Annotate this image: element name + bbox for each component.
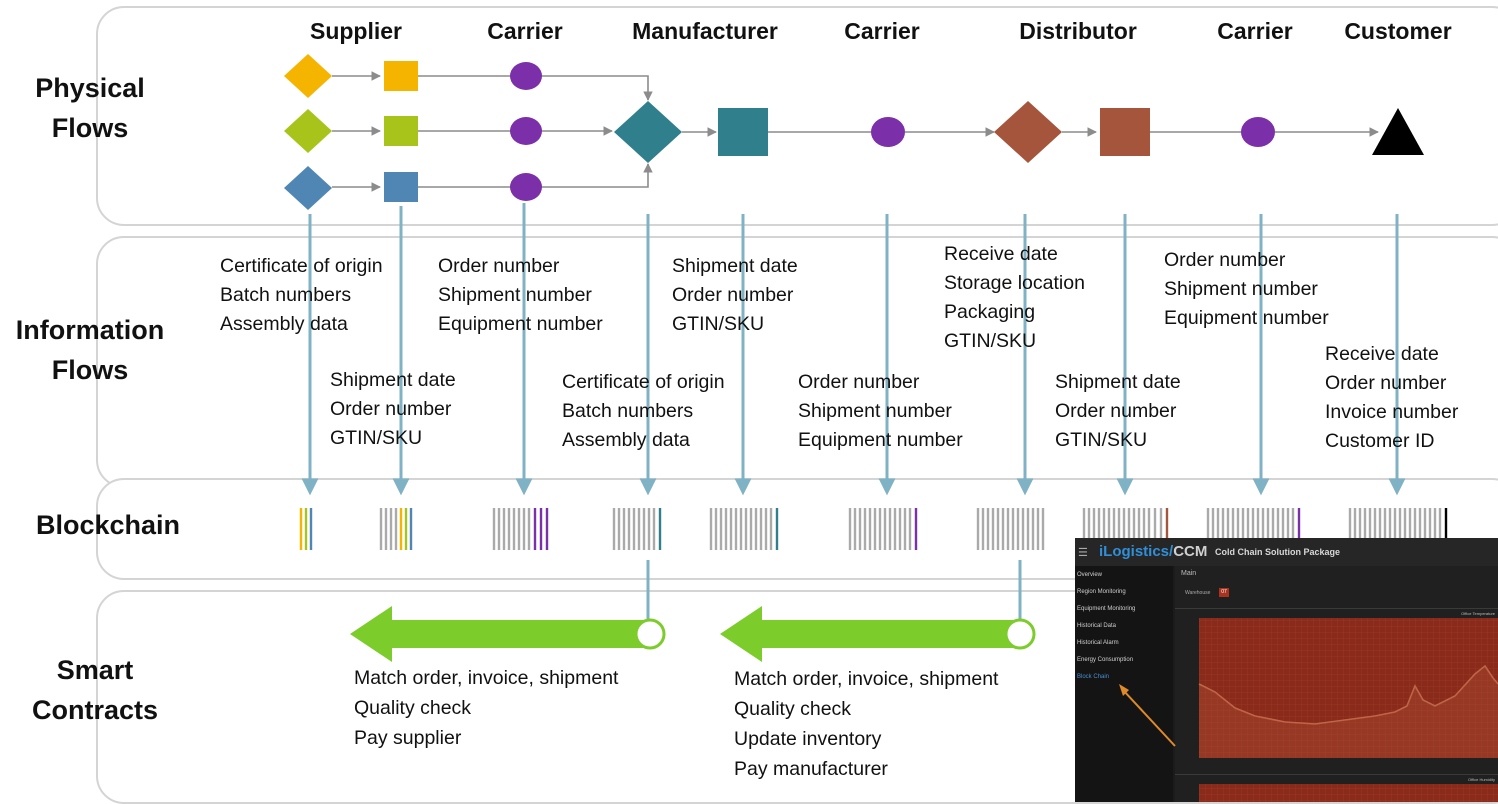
block-chain-pointer-arrow: [1119, 684, 1176, 747]
supplier-yellow-square: [384, 61, 418, 91]
smart-contract-text-2: Match order, invoice, shipment Quality c…: [734, 668, 999, 780]
actor-carrier-2: Carrier: [844, 18, 920, 44]
block-4: [612, 508, 662, 550]
block-10: [1348, 508, 1448, 540]
carrier-circle-5: [1241, 117, 1275, 147]
info-carrier-3: Order number Shipment number Equipment n…: [1164, 249, 1329, 329]
physical-flows-label: Physical Flows: [35, 73, 145, 143]
manufacturer-diamond: [614, 101, 682, 163]
actor-carrier-3: Carrier: [1217, 18, 1293, 44]
warehouse-label: Warehouse: [1185, 590, 1211, 596]
physical-flow-lines: [332, 71, 1379, 192]
temperature-chart-area: [1199, 618, 1498, 758]
sidebar-item-energy-consumption[interactable]: Energy Consumption: [1077, 657, 1134, 663]
actor-customer: Customer: [1344, 18, 1452, 44]
block-2: [379, 508, 413, 550]
carrier-circle-2: [510, 117, 542, 145]
supplier-yellow-diamond: [284, 54, 332, 98]
actor-manufacturer: Manufacturer: [632, 18, 778, 44]
smart-contracts-label: Smart Contracts: [31, 655, 159, 725]
info-distributor-in: Receive date Storage location Packaging …: [944, 243, 1085, 352]
block-8: [1082, 508, 1169, 540]
info-supplier-out: Shipment date Order number GTIN/SKU: [330, 369, 456, 449]
sidebar-item-block-chain[interactable]: Block Chain: [1077, 674, 1110, 680]
info-customer: Receive date Order number Invoice number…: [1325, 343, 1459, 452]
block-3: [492, 508, 549, 550]
info-distributor-out: Shipment date Order number GTIN/SKU: [1055, 371, 1181, 451]
warehouse-badge[interactable]: 07: [1219, 588, 1229, 597]
inset-sidebar: Overview Region Monitoring Equipment Mon…: [1075, 566, 1173, 802]
customer-triangle: [1372, 108, 1424, 155]
info-carrier-2: Order number Shipment number Equipment n…: [798, 371, 963, 451]
block-7: [976, 508, 1045, 550]
actor-supplier: Supplier: [309, 18, 403, 44]
information-flows-label: Information Flows: [15, 315, 165, 385]
inset-main: Main Warehouse 07 Office Temperature Off…: [1175, 566, 1498, 802]
app-screenshot-inset: ☰ iLogistics/CCM Cold Chain Solution Pac…: [1075, 538, 1498, 802]
sidebar-item-historical-alarm[interactable]: Historical Alarm: [1077, 640, 1119, 646]
smart-contract-text-1: Match order, invoice, shipment Quality c…: [354, 667, 619, 749]
carrier-circle-1: [510, 62, 542, 90]
humidity-chart-area: [1199, 784, 1498, 802]
smart-contract-arrow-1: [350, 606, 666, 662]
inset-title: Cold Chain Solution Package: [1215, 547, 1341, 557]
supplier-blue-diamond: [284, 166, 332, 210]
tab-main[interactable]: Main: [1181, 570, 1197, 577]
info-manufacturer-in: Certificate of origin Batch numbers Asse…: [562, 371, 725, 451]
inset-logo: iLogistics/CCM: [1099, 543, 1208, 560]
chart-bottom-caption: Office Humidity: [1468, 777, 1495, 782]
inset-header: ☰ iLogistics/CCM Cold Chain Solution Pac…: [1075, 538, 1498, 566]
info-supplier: Certificate of origin Batch numbers Asse…: [220, 255, 383, 335]
chart-top-caption: Office Temperature: [1461, 611, 1496, 616]
smart-contract-arrow-2: [720, 606, 1036, 662]
sidebar-item-overview[interactable]: Overview: [1077, 572, 1103, 578]
distributor-diamond: [994, 101, 1062, 163]
block-9: [1206, 508, 1301, 540]
info-carrier-1: Order number Shipment number Equipment n…: [438, 255, 603, 335]
sidebar-item-historical-data[interactable]: Historical Data: [1077, 623, 1117, 629]
supplier-blue-square: [384, 172, 418, 202]
supplier-green-diamond: [284, 109, 332, 153]
sidebar-item-equipment-monitoring[interactable]: Equipment Monitoring: [1077, 606, 1136, 612]
actor-distributor: Distributor: [1019, 18, 1137, 44]
block-1: [299, 508, 313, 550]
carrier-circle-3: [510, 173, 542, 201]
menu-icon: ☰: [1078, 547, 1088, 559]
block-6: [848, 508, 918, 550]
sidebar-item-region-monitoring[interactable]: Region Monitoring: [1077, 589, 1126, 595]
manufacturer-square: [718, 108, 768, 156]
blockchain-label: Blockchain: [35, 510, 181, 540]
temperature-line: [1198, 664, 1498, 725]
carrier-circle-4: [871, 117, 905, 147]
information-flows-panel: [96, 236, 1498, 488]
info-manufacturer-out: Shipment date Order number GTIN/SKU: [672, 255, 798, 335]
inset-charts: Office Temperature Office Humidity: [1175, 608, 1498, 802]
actor-carrier-1: Carrier: [487, 18, 563, 44]
distributor-square: [1100, 108, 1150, 156]
blockchain-blocks: [299, 508, 1448, 550]
block-5: [709, 508, 779, 550]
supplier-green-square: [384, 116, 418, 146]
